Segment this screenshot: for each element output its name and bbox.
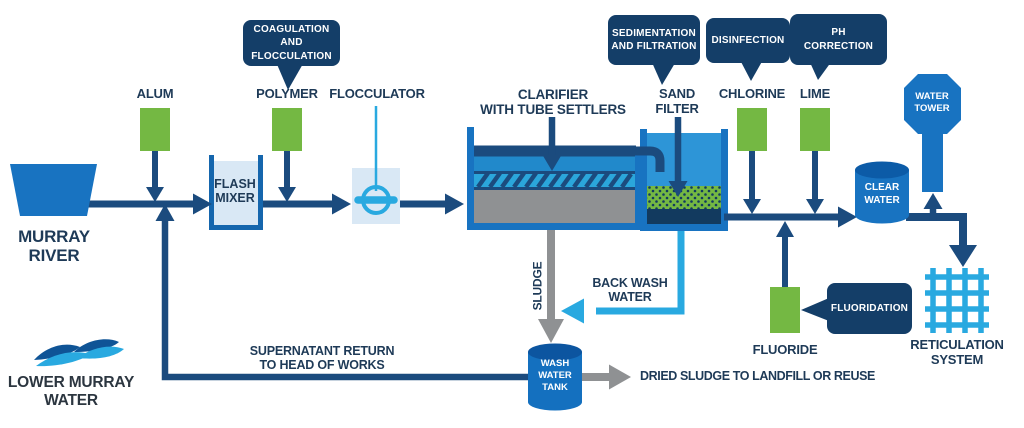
reticulation-grid-icon (925, 268, 989, 333)
alum-label: ALUM (136, 86, 174, 101)
chlorine-label: CHLORINE (718, 86, 786, 101)
stirrer-icon (354, 106, 398, 215)
tube-settlers-hatch (476, 171, 633, 189)
lime-arrow (806, 151, 824, 214)
callout-ph-text: PH CORRECTION (803, 27, 874, 52)
water-tower-label: WATER TOWER (914, 91, 950, 115)
callout-sedimentation-filtration: SEDIMENTATION AND FILTRATION (608, 15, 700, 65)
dried-sludge-label: DRIED SLUDGE TO LANDFILL OR REUSE (640, 369, 875, 383)
chlorine-arrow (743, 151, 761, 214)
flash-mixer-vessel (209, 155, 263, 230)
callout-disinfection-text: DISINFECTION (711, 34, 785, 46)
callout-coagulation-flocculation: COAGULATION AND FLOCCULATION (243, 20, 340, 66)
wash-water-tank-shape (528, 343, 582, 411)
fluoride-arrow (776, 221, 794, 287)
backwash-arrow (561, 231, 685, 324)
clarifier-weir-pipe (615, 146, 665, 172)
flash-mixer-water (214, 161, 258, 225)
clear-water-tank (855, 161, 909, 224)
callout-disinfection: DISINFECTION (706, 18, 790, 63)
fluoride-dosing-box (770, 287, 800, 333)
callout-fluoridation-text: FLUORIDATION (830, 302, 909, 314)
chlorine-dosing-box (737, 108, 767, 151)
supernatant-return-label: SUPERNATANT RETURN TO HEAD OF WORKS (249, 344, 395, 372)
sludge-label: SLUDGE (530, 261, 545, 311)
flash-mixer-label: FLASH MIXER (214, 177, 256, 205)
alum-dosing-box (140, 108, 170, 151)
clear-water-label: CLEAR WATER (864, 182, 900, 206)
reticulation-system-label: RETICULATION SYSTEM (910, 337, 1004, 367)
flow-arrow-sandfilter-to-clearwater (724, 206, 857, 228)
lime-label: LIME (799, 86, 831, 101)
sand-filter-inlet-arrow (668, 117, 688, 197)
callout-sedimentation-text: SEDIMENTATION AND FILTRATION (611, 27, 697, 52)
flow-line-clearwater-out (906, 193, 977, 267)
flocculator-label: FLOCCULATOR (329, 86, 425, 101)
flow-arrow-river-to-flashmixer (85, 193, 212, 215)
water-tower-shape (904, 74, 961, 192)
lmw-logo-waves-icon (34, 339, 124, 367)
fluoride-label: FLUORIDE (752, 342, 818, 357)
lime-dosing-box (800, 108, 830, 151)
murray-river-label: MURRAY RIVER (18, 227, 90, 265)
supernatant-return-line (155, 204, 530, 381)
wash-water-tank-label: WASH WATER TANK (538, 358, 572, 394)
back-wash-water-label: BACK WASH WATER (592, 276, 668, 304)
sand-filter-label: SAND FILTER (655, 86, 699, 116)
callout-coagulation-text: COAGULATION AND FLOCCULATION (251, 24, 332, 62)
brand-wordmark: LOWER MURRAY WATER (7, 374, 135, 409)
sand-filter-tank (640, 129, 728, 231)
flow-arrow-flashmixer-to-flocculator (263, 193, 351, 215)
dried-sludge-arrow (581, 364, 631, 390)
clarifier-label: CLARIFIER WITH TUBE SETTLERS (480, 87, 626, 118)
sludge-arrow (538, 230, 564, 343)
callout-ph-correction: PH CORRECTION (790, 14, 887, 65)
callout-fluoridation: FLUORIDATION (827, 283, 912, 334)
polymer-label: POLYMER (256, 86, 318, 101)
flow-arrow-flocculator-to-clarifier (400, 193, 464, 215)
alum-arrow (146, 151, 164, 202)
clarifier-inlet-arrow (542, 117, 562, 171)
polymer-dosing-box (272, 108, 302, 151)
polymer-arrow (278, 151, 296, 202)
murray-river-shape (10, 164, 97, 216)
